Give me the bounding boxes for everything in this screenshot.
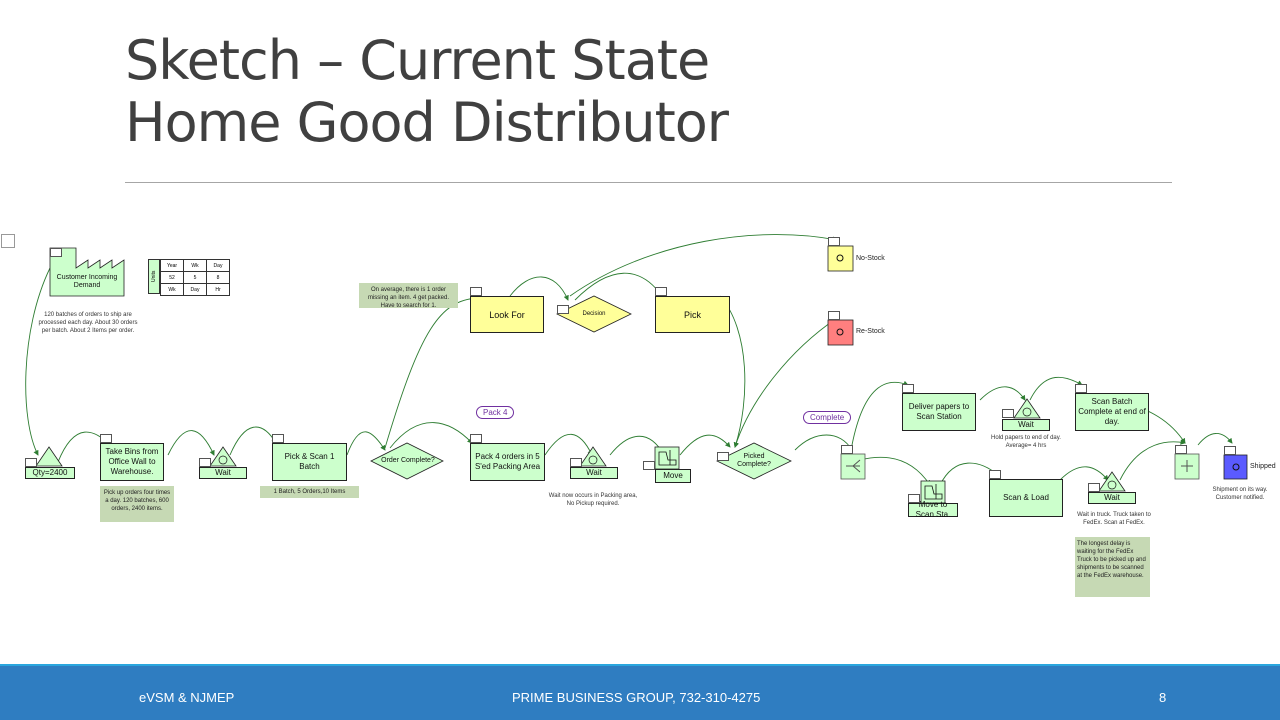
forklift-icon	[658, 450, 677, 466]
customer-note: 120 batches of orders to ship are proces…	[38, 312, 138, 334]
node-id-tag	[199, 458, 211, 467]
node-id-tag	[470, 434, 482, 443]
node-id-tag	[989, 470, 1001, 479]
node-id-tag	[272, 434, 284, 443]
deliver-papers-box[interactable]: Deliver papers to Scan Station	[902, 393, 976, 431]
scan-batch-box[interactable]: Scan Batch Complete at end of day.	[1075, 393, 1149, 431]
title-line-2: Home Good Distributor	[125, 91, 729, 154]
wait-triangle-1	[209, 446, 237, 467]
shipped-note: Shipment on its way. Customer notified.	[1212, 487, 1268, 501]
wait-triangle-4	[1098, 471, 1126, 492]
title-line-1: Sketch – Current State	[125, 29, 710, 92]
wait4-note: Wait in truck. Truck taken to FedEx. Sca…	[1077, 512, 1151, 526]
node-id-tag	[100, 434, 112, 443]
take-bins-note: Pick up orders four times a day. 120 bat…	[100, 486, 174, 522]
footer-center-text: PRIME BUSINESS GROUP, 732-310-4275	[512, 690, 761, 705]
scan-load-box[interactable]: Scan & Load	[989, 479, 1063, 517]
units-tag: Units	[148, 259, 160, 294]
node-id-tag	[1075, 384, 1087, 393]
decision-label[interactable]: Decision	[582, 311, 606, 317]
pick-box[interactable]: Pick	[655, 296, 730, 333]
forklift-icon	[924, 484, 943, 500]
wait-box-2[interactable]: Wait	[570, 467, 618, 479]
customer-factory-shape	[49, 247, 125, 297]
node-id-tag	[841, 445, 853, 454]
complete-callout[interactable]: Complete	[803, 411, 852, 424]
take-bins-box[interactable]: Take Bins from Office Wall to Warehouse.	[100, 443, 164, 481]
node-id-tag	[25, 458, 37, 467]
pack4-callout[interactable]: Pack 4	[476, 406, 515, 419]
wait-triangle-3	[1013, 398, 1041, 419]
node-id-tag	[1224, 446, 1236, 455]
clock-icon	[1107, 480, 1117, 490]
node-id-tag	[908, 494, 920, 503]
page-title: Sketch – Current State Home Good Distrib…	[125, 29, 729, 154]
node-id-tag	[828, 237, 840, 246]
picked-complete-diamond	[716, 442, 792, 480]
node-id-tag	[1002, 409, 1014, 418]
title-divider	[125, 182, 1172, 183]
clock-icon	[588, 455, 598, 465]
page-number: 8	[1159, 690, 1167, 705]
pick-scan-box[interactable]: Pick & Scan 1 Batch	[272, 443, 347, 481]
collapse-toggle-icon[interactable]	[1, 234, 15, 248]
move-box[interactable]: Move	[655, 469, 691, 483]
no-stock-label: No-Stock	[856, 255, 885, 262]
clock-icon	[1022, 407, 1032, 417]
wait-box-1[interactable]: Wait	[199, 467, 247, 479]
pick-scan-note: 1 Batch, 5 Orders,10 Items	[260, 486, 359, 498]
wait3-note: Hold papers to end of day. Average= 4 hr…	[991, 435, 1061, 449]
node-id-tag	[50, 248, 62, 257]
node-id-tag	[655, 287, 667, 296]
qty-box[interactable]: Qty=2400	[25, 467, 75, 479]
node-id-tag	[470, 287, 482, 296]
wait-box-3[interactable]: Wait	[1002, 419, 1050, 431]
node-id-tag	[570, 458, 582, 467]
pack-orders-box[interactable]: Pack 4 orders in 5 S'ed Packing Area	[470, 443, 545, 481]
order-complete-label[interactable]: Order Complete?	[381, 457, 435, 464]
qty-triangle	[35, 446, 63, 467]
node-id-tag	[1175, 445, 1187, 454]
re-stock-square	[827, 319, 854, 346]
customer-demand-label[interactable]: Customer Incoming Demand	[56, 274, 118, 289]
fedex-delay-note: The longest delay is waiting for the Fed…	[1075, 537, 1150, 597]
no-stock-square	[827, 245, 854, 272]
picked-complete-label[interactable]: Picked Complete?	[737, 453, 771, 468]
decision-diamond	[556, 295, 632, 333]
flow-customer-to-qty	[25, 267, 51, 456]
shipped-label: Shipped	[1250, 463, 1276, 470]
footer-bar: eVSM & NJMEP PRIME BUSINESS GROUP, 732-3…	[0, 666, 1280, 720]
look-for-note: On average, there is 1 order missing an …	[359, 283, 458, 309]
node-id-tag	[828, 311, 840, 320]
node-id-tag	[717, 452, 729, 461]
move-to-scan-box[interactable]: Move to Scan Sta.	[908, 500, 958, 519]
node-id-tag	[557, 305, 569, 314]
wait2-note: Wait now occurs in Packing area, No Pick…	[548, 493, 638, 507]
shipped-square	[1223, 454, 1248, 480]
node-id-tag	[643, 461, 655, 470]
re-stock-label: Re-Stock	[856, 328, 885, 335]
wait-box-4[interactable]: Wait	[1088, 492, 1136, 504]
clock-icon	[218, 455, 228, 465]
footer-left-text: eVSM & NJMEP	[139, 690, 235, 705]
node-id-tag	[902, 384, 914, 393]
look-for-box[interactable]: Look For	[470, 296, 544, 333]
node-id-tag	[1088, 483, 1100, 492]
wait-triangle-2	[579, 446, 607, 467]
order-complete-diamond	[370, 442, 444, 480]
